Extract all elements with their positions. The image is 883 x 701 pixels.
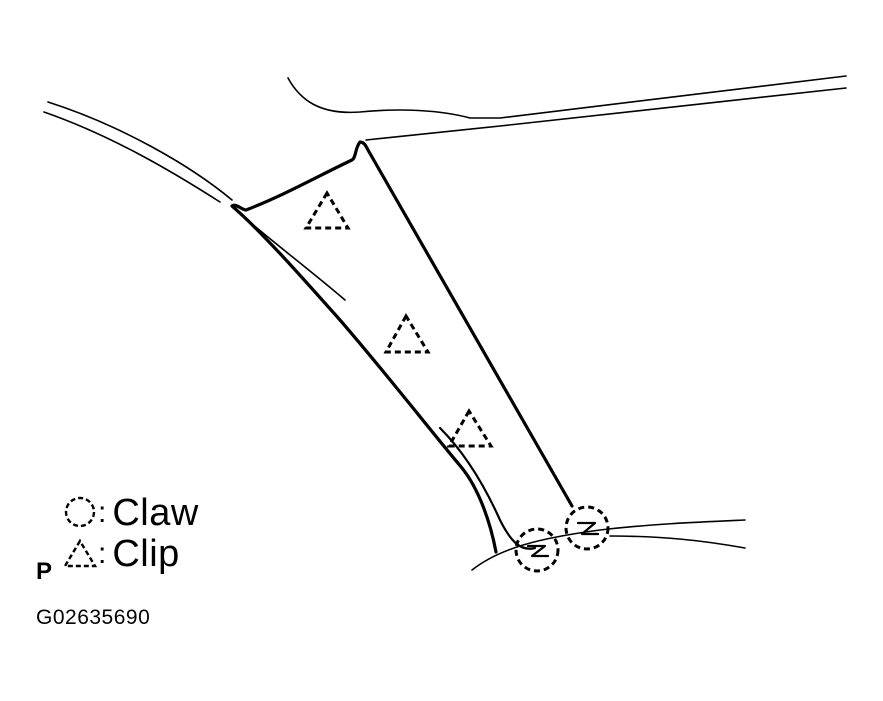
legend-claw-label: Claw — [112, 492, 199, 534]
legend-clip-symbol — [62, 538, 98, 568]
lower-body-line-2 — [609, 535, 746, 549]
roof-edge-inner-line — [365, 87, 847, 141]
legend-claw-row: : Claw — [96, 494, 199, 532]
windshield-edge-inner-line — [43, 111, 221, 203]
lower-body-line — [471, 519, 746, 571]
p-marker: P — [36, 558, 53, 585]
legend-clip-row: : Clip — [96, 535, 180, 573]
windshield-edge-line — [47, 101, 233, 201]
legend-clip-separator: : — [98, 537, 107, 570]
clip-triangle-1 — [303, 190, 351, 230]
pillar-trim-outline — [230, 140, 574, 554]
roof-edge-line — [287, 75, 847, 119]
legend-claw-symbol — [64, 496, 96, 528]
legend-claw-separator: : — [98, 496, 107, 529]
claw-circle-1 — [514, 527, 560, 573]
legend-clip-label: Clip — [112, 533, 180, 575]
clip-triangle-2 — [383, 313, 431, 354]
figure-code: G02635690 — [36, 606, 151, 629]
clip-triangle-3 — [446, 408, 494, 448]
claw-circle-2 — [564, 505, 610, 551]
